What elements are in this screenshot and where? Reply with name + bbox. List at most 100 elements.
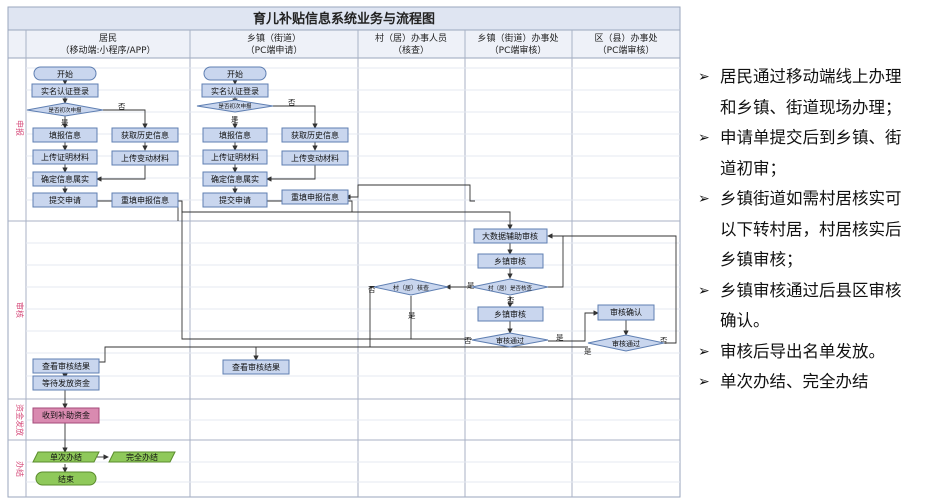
node-county-confirm-label: 审核确认: [610, 307, 642, 317]
bullet-item: ➢ 申请单提交后到乡镇、街 道初审；: [698, 123, 943, 184]
node-login-town-label: 实名认证登录: [211, 86, 259, 96]
node-receive-fund: [32, 407, 100, 424]
node-town-review: [477, 253, 544, 269]
node-end-label: 结束: [58, 474, 74, 484]
label-no-2: 否: [288, 98, 296, 107]
node-confirm-town: [202, 171, 268, 187]
bullet-line: 乡镇审核通过后县区审核: [720, 280, 902, 300]
node-submit-resident-label: 提交申请: [49, 195, 81, 205]
node-end: [35, 471, 97, 486]
node-start-town-label: 开始: [227, 69, 243, 79]
label-no-village: 否: [368, 285, 376, 294]
node-town-pass: [471, 332, 549, 348]
col-header-resident: 居民: [99, 33, 117, 44]
bullet-line: 单次办结、完全办结: [720, 372, 869, 391]
node-view-result-town: [222, 359, 290, 375]
arrow-bullet-icon: ➢: [698, 191, 710, 207]
arrow-bullet-icon: ➢: [698, 69, 710, 85]
node-county-pass: [587, 334, 665, 352]
column-dividers: [25, 30, 573, 497]
node-need-village-label: 村（居）是否核查: [488, 284, 533, 292]
bullet-line: 道初审；: [720, 158, 786, 178]
node-history-town-label: 获取历史信息: [291, 130, 339, 140]
lane-dividers: [8, 220, 680, 441]
node-upload-resident: [32, 149, 98, 165]
bullet-item: ➢ 单次办结、完全办结: [698, 367, 943, 398]
diagram-frame: [7, 6, 681, 498]
node-fill-town: [202, 127, 268, 143]
summary-bullets: ➢ 居民通过移动端线上办理 和乡镇、街道现场办理； ➢ 申请单提交后到乡镇、街 …: [698, 62, 943, 398]
node-complete-finish: [108, 451, 176, 463]
node-refill-town-label: 重填申报信息: [291, 192, 339, 202]
node-refill-town: [281, 189, 349, 205]
node-start-town: [203, 66, 267, 81]
node-submit-resident: [32, 192, 98, 208]
node-bigdata-label: 大数据辅助审核: [482, 231, 538, 241]
bullet-line: 居民通过移动端线上办理: [720, 67, 902, 86]
bullet-line: 以下转村居，村居核实后: [720, 219, 902, 239]
bullet-item: ➢ 审核后导出名单发放。: [698, 337, 943, 368]
lane-label-review: 审核: [15, 302, 25, 318]
node-login: [31, 83, 99, 98]
node-confirm-town-label: 确定信息属实: [211, 174, 259, 184]
node-start-resident: [33, 66, 97, 81]
node-receive-fund-label: 收到补助资金: [42, 410, 90, 420]
label-yes-village: 是: [408, 311, 416, 320]
col-header-town-review: 乡镇（街道）办事处: [477, 32, 558, 44]
flowchart: 育儿补贴信息系统业务与流程图 居民 （移动端:小程序/APP） 乡镇（街道） （…: [7, 6, 681, 498]
col-header-town-apply: 乡镇（街道）: [247, 32, 301, 44]
node-refill-resident-label: 重填申报信息: [121, 195, 169, 205]
node-submit-town: [202, 192, 268, 208]
label-yes-county: 是: [584, 347, 592, 356]
node-village-check: [373, 278, 449, 296]
label-yes-need: 是: [467, 281, 475, 290]
node-town-review-2: [477, 306, 544, 322]
node-history-resident-label: 获取历史信息: [121, 130, 169, 140]
bullet-line: 申请单提交后到乡镇、街: [720, 128, 902, 147]
col-sub-town-review: （PC端审核）: [490, 44, 547, 56]
bullet-line: 审核后导出名单发放。: [720, 341, 885, 361]
label-no-1: 否: [118, 102, 126, 111]
node-view-result-resident-label: 查看审核结果: [42, 361, 90, 371]
bullet-line: 确认。: [720, 311, 770, 330]
node-wait-fund-label: 等待发放资金: [42, 378, 90, 388]
node-single-finish-label: 单次办结: [50, 452, 82, 462]
node-need-village: [471, 278, 549, 296]
node-upload-town: [202, 149, 268, 165]
node-village-check-label: 村（居）核查: [393, 284, 429, 292]
node-start-resident-label: 开始: [57, 69, 73, 79]
col-sub-village: （核查）: [393, 44, 429, 56]
node-view-result-town-label: 查看审核结果: [232, 362, 280, 372]
node-confirm-resident-label: 确定信息属实: [41, 174, 89, 184]
bullet-item: ➢ 乡镇街道如需村居核实可 以下转村居，村居核实后 乡镇审核；: [698, 184, 943, 276]
label-yes-town: 是: [556, 333, 564, 342]
node-change-town-label: 上传变动材料: [291, 153, 339, 163]
label-no-need: 否: [507, 296, 515, 305]
node-upload-town-label: 上传证明材料: [211, 152, 259, 162]
col-sub-county: （PC端审核）: [598, 44, 655, 56]
col-sub-resident: （移动端:小程序/APP）: [60, 44, 155, 56]
node-first-apply-resident-label: 是否初次申报: [48, 106, 82, 114]
node-complete-finish-label: 完全办结: [126, 452, 158, 462]
col-sub-town-apply: （PC端申请）: [246, 44, 303, 56]
node-fill-resident: [32, 127, 98, 143]
node-fill-resident-label: 填报信息: [49, 130, 81, 140]
label-no-town: 否: [464, 336, 472, 345]
node-first-apply-town-label: 是否初次申报: [218, 102, 252, 110]
label-yes-2: 是: [231, 115, 239, 124]
node-fill-town-label: 填报信息: [219, 130, 251, 140]
arrow-bullet-icon: ➢: [698, 282, 710, 299]
arrow-bullet-icon: ➢: [698, 374, 710, 390]
label-no-county: 否: [660, 336, 668, 345]
node-change-resident: [111, 150, 179, 166]
node-county-confirm: [597, 304, 655, 321]
node-first-apply-resident: [26, 102, 104, 117]
lane-label-funding: 资金发放: [15, 404, 25, 436]
node-refill-resident: [111, 192, 179, 208]
node-upload-resident-label: 上传证明材料: [41, 152, 89, 162]
lane-label-finish: 办结: [15, 461, 25, 477]
node-change-resident-label: 上传变动材料: [121, 153, 169, 163]
lane-label-apply: 申报: [15, 120, 25, 136]
node-confirm-resident: [32, 171, 98, 187]
